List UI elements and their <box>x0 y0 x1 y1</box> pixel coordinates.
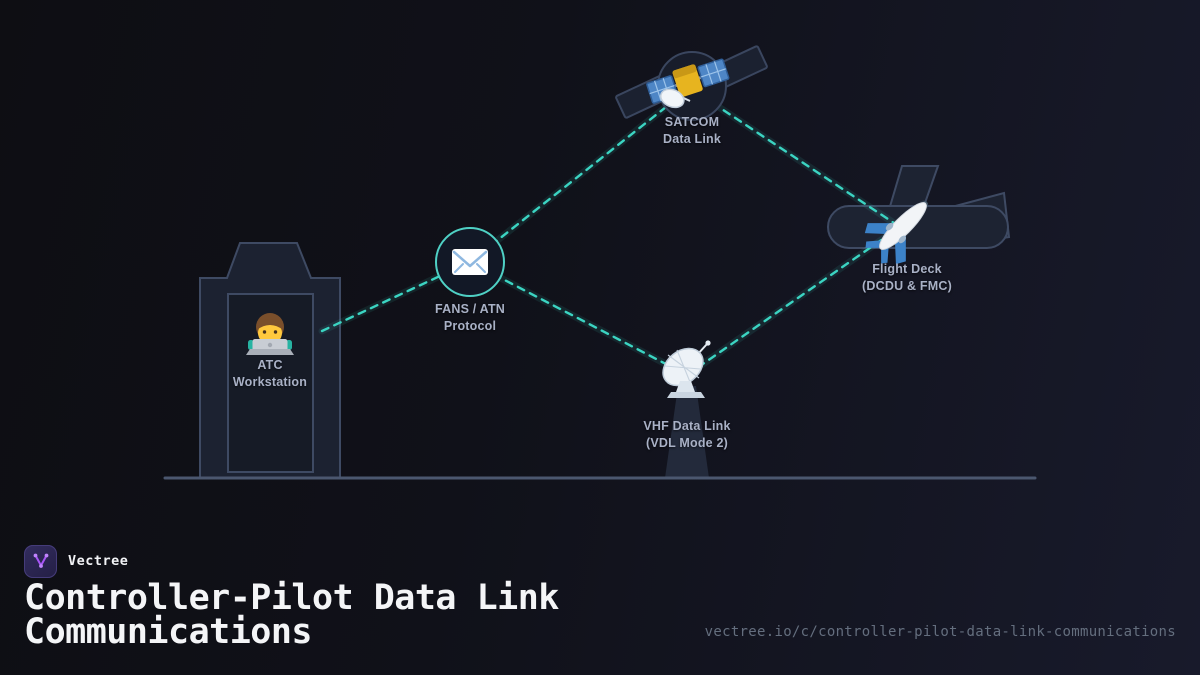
footer-url: vectree.io/c/controller-pilot-data-link-… <box>704 624 1176 640</box>
satcom-label-line2: Data Link <box>662 132 722 146</box>
vhf-label: VHF Data Link (VDL Mode 2) <box>602 418 772 452</box>
satcom-label: SATCOM Data Link <box>607 114 777 148</box>
vhf-antenna-mast <box>665 386 709 478</box>
atc-label: ATC Workstation <box>185 357 355 391</box>
envelope-icon <box>452 249 488 275</box>
data-links <box>320 86 902 377</box>
fans-label-line1: FANS / ATN <box>434 302 506 316</box>
satellite-dish-icon <box>662 340 711 398</box>
link-fans-vhf <box>468 260 689 377</box>
brand-name: Vectree <box>68 553 129 569</box>
atc-label-line1: ATC <box>257 358 283 372</box>
brand-row: Vectree <box>24 544 128 578</box>
vectree-logo <box>24 544 57 578</box>
airplane-icon <box>864 200 929 265</box>
page-title: Controller-Pilot Data Link Communication… <box>24 578 559 652</box>
link-fans-satcom <box>468 86 692 264</box>
vhf-label-line2: (VDL Mode 2) <box>645 436 729 450</box>
link-vhf-flightdeck <box>685 225 902 377</box>
flight-deck-label-line2: (DCDU & FMC) <box>862 279 952 293</box>
fans-node <box>435 227 505 297</box>
flight-deck-label: Flight Deck (DCDU & FMC) <box>822 261 992 295</box>
fans-label-line2: Protocol <box>443 319 497 333</box>
flight-deck-label-line1: Flight Deck <box>872 262 942 276</box>
technologist-icon <box>246 313 294 355</box>
fans-label: FANS / ATN Protocol <box>385 301 555 335</box>
atc-label-line2: Workstation <box>232 375 308 389</box>
satellite-icon <box>646 58 730 109</box>
vectree-logo-icon <box>33 553 48 568</box>
atc-tower-silhouette <box>199 242 341 479</box>
satcom-label-line1: SATCOM <box>664 115 720 129</box>
link-satcom-flightdeck <box>688 86 902 229</box>
vhf-label-line1: VHF Data Link <box>643 419 731 433</box>
